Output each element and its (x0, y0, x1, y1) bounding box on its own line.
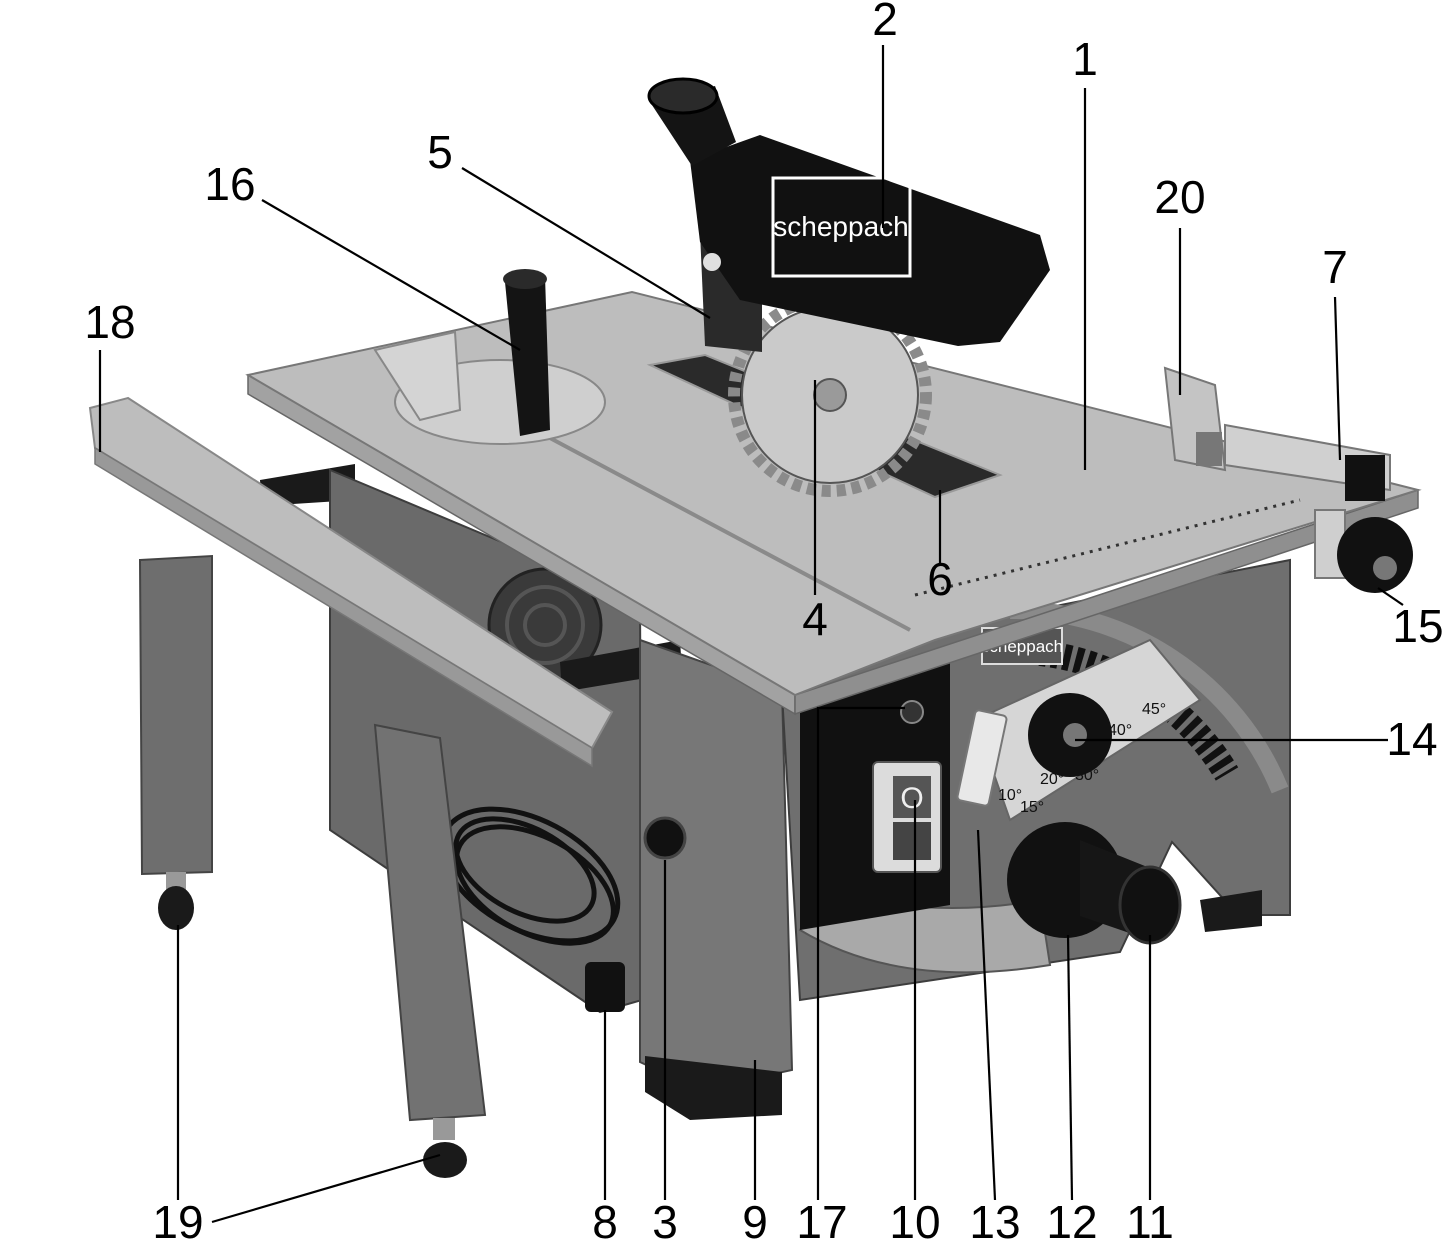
callout-7: 7 (1322, 241, 1348, 293)
callout-3: 3 (652, 1196, 678, 1248)
scale-15: 15° (1020, 799, 1044, 816)
leader-line-13 (976, 829, 997, 1201)
callout-10: 10 (889, 1196, 940, 1248)
callout-15: 15 (1392, 600, 1443, 652)
leader-line-16 (261, 199, 521, 351)
callout-14: 14 (1386, 713, 1437, 765)
callout-1: 1 (1072, 33, 1098, 85)
extension-lock-knob (643, 816, 687, 860)
fence-clamp (1345, 455, 1385, 501)
scale-45: 45° (1142, 701, 1166, 718)
leader-line-5 (461, 167, 711, 319)
tilt-pointer (956, 709, 1008, 807)
rear-support-leg (138, 554, 213, 930)
callout-8: 8 (592, 1196, 618, 1248)
guard-logo: scheppach (773, 211, 908, 242)
callout-12: 12 (1046, 1196, 1097, 1248)
callout-5: 5 (427, 126, 453, 178)
callout-numbers: 1 2 3 4 5 6 7 8 9 10 11 12 13 14 15 16 1… (84, 0, 1443, 1248)
handwheel-grip (1118, 865, 1182, 945)
callout-9: 9 (742, 1196, 768, 1248)
guard-screw (703, 253, 721, 271)
callout-18: 18 (84, 296, 135, 348)
callout-17: 17 (796, 1196, 847, 1248)
leader-line-12 (1066, 934, 1074, 1201)
callout-13: 13 (969, 1196, 1020, 1248)
miter-gauge (373, 269, 606, 445)
scale-10: 10° (998, 787, 1022, 804)
cable-plug (585, 962, 625, 1012)
callout-20: 20 (1154, 171, 1205, 223)
switch-box: O (800, 660, 950, 930)
base-foot-left (645, 1056, 782, 1120)
tilt-gear-teeth (1038, 640, 1239, 781)
miter-gauge-handle (505, 276, 550, 436)
overload-reset-button (900, 700, 924, 724)
callout-6: 6 (927, 553, 953, 605)
extension-support-leg (373, 723, 487, 1178)
front-leg-foot (423, 1142, 467, 1178)
leader-lines (98, 45, 1404, 1224)
table-top-edge-right (794, 488, 1419, 716)
fence-lock-knob (1337, 517, 1413, 593)
table-extension (88, 396, 614, 768)
callout-4: 4 (802, 593, 828, 645)
rip-scale (914, 498, 1301, 597)
off-button-label: O (900, 782, 923, 815)
leader-line-17 (816, 706, 905, 1200)
height-handwheel (1007, 822, 1182, 945)
off-button (893, 776, 931, 818)
leader-line-15 (1377, 587, 1404, 606)
rear-leg-foot (158, 886, 194, 930)
callout-16: 16 (204, 158, 255, 210)
base-leg (639, 638, 794, 1092)
guard-logo-frame (771, 176, 912, 278)
on-button (893, 822, 931, 860)
tilt-lock-knob (1028, 693, 1112, 777)
scale-40: 40° (1108, 722, 1132, 739)
extraction-port (647, 77, 719, 115)
callout-2: 2 (872, 0, 898, 45)
leader-line-7 (1333, 296, 1342, 461)
blade-guard: scheppach (647, 77, 1050, 346)
base-foot-right (1200, 890, 1262, 932)
callout-19: 19 (152, 1196, 203, 1248)
leader-line-19b (211, 1153, 441, 1224)
callout-11: 11 (1126, 1196, 1174, 1248)
